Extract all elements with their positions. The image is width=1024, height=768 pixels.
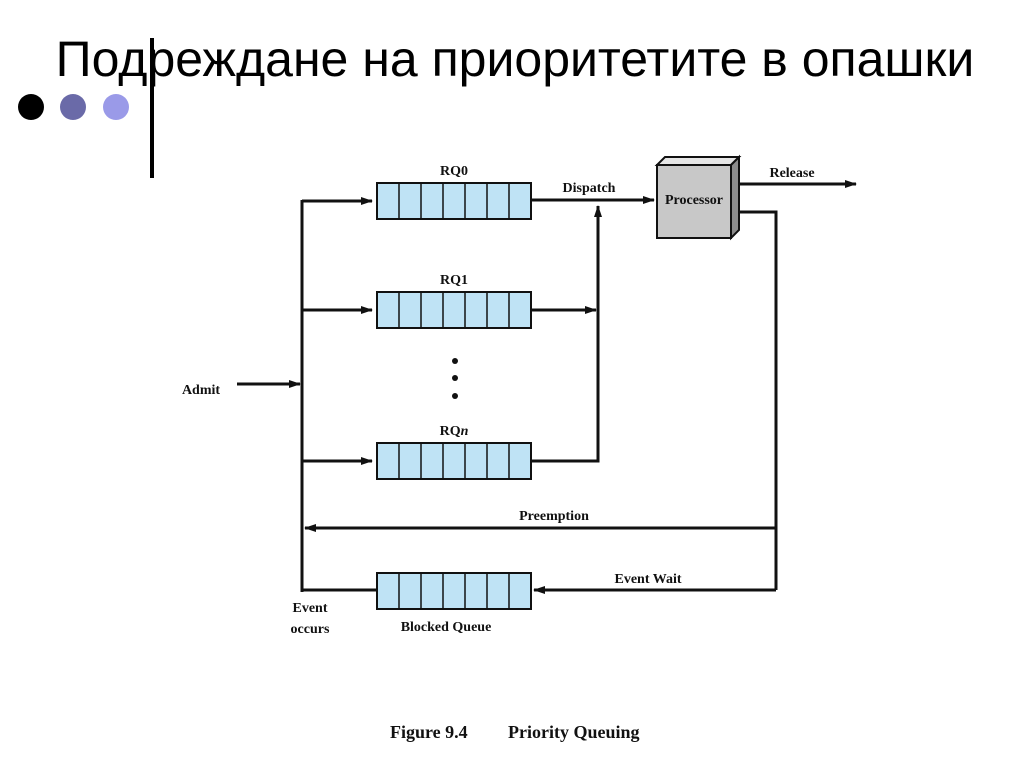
bullet-dot-slate <box>60 94 86 120</box>
slide-title: Подреждане на приоритетите в опашки <box>55 31 975 87</box>
queue-ellipsis <box>452 358 458 399</box>
release-label: Release <box>769 166 814 181</box>
queue-blocked <box>376 572 532 610</box>
event-occurs-label-line2: occurs <box>291 622 330 637</box>
figure-number: Figure 9.4 <box>390 722 468 742</box>
bullet-dot-lavender <box>103 94 129 120</box>
bullet-dot-black <box>18 94 44 120</box>
processor-label: Processor <box>665 193 723 208</box>
rqn-out-arrow <box>532 205 602 463</box>
rqn-label: RQn <box>440 424 469 439</box>
queue-rq0 <box>376 182 532 220</box>
rq0-label: RQ0 <box>440 164 468 179</box>
queue-rqn <box>376 442 532 480</box>
rq1-label: RQ1 <box>440 273 468 288</box>
blocked-queue-label: Blocked Queue <box>401 620 492 635</box>
figure-caption: Priority Queuing <box>508 722 640 742</box>
event-occurs-label-line1: Event <box>293 601 328 616</box>
preemption-label: Preemption <box>519 509 589 524</box>
queue-rq1 <box>376 291 532 329</box>
processor-box <box>654 154 742 241</box>
title-divider-bar <box>150 38 154 178</box>
event-wait-label: Event Wait <box>614 572 681 587</box>
processor-return-line <box>734 210 778 590</box>
dispatch-label: Dispatch <box>563 181 616 196</box>
admit-label: Admit <box>182 383 220 398</box>
